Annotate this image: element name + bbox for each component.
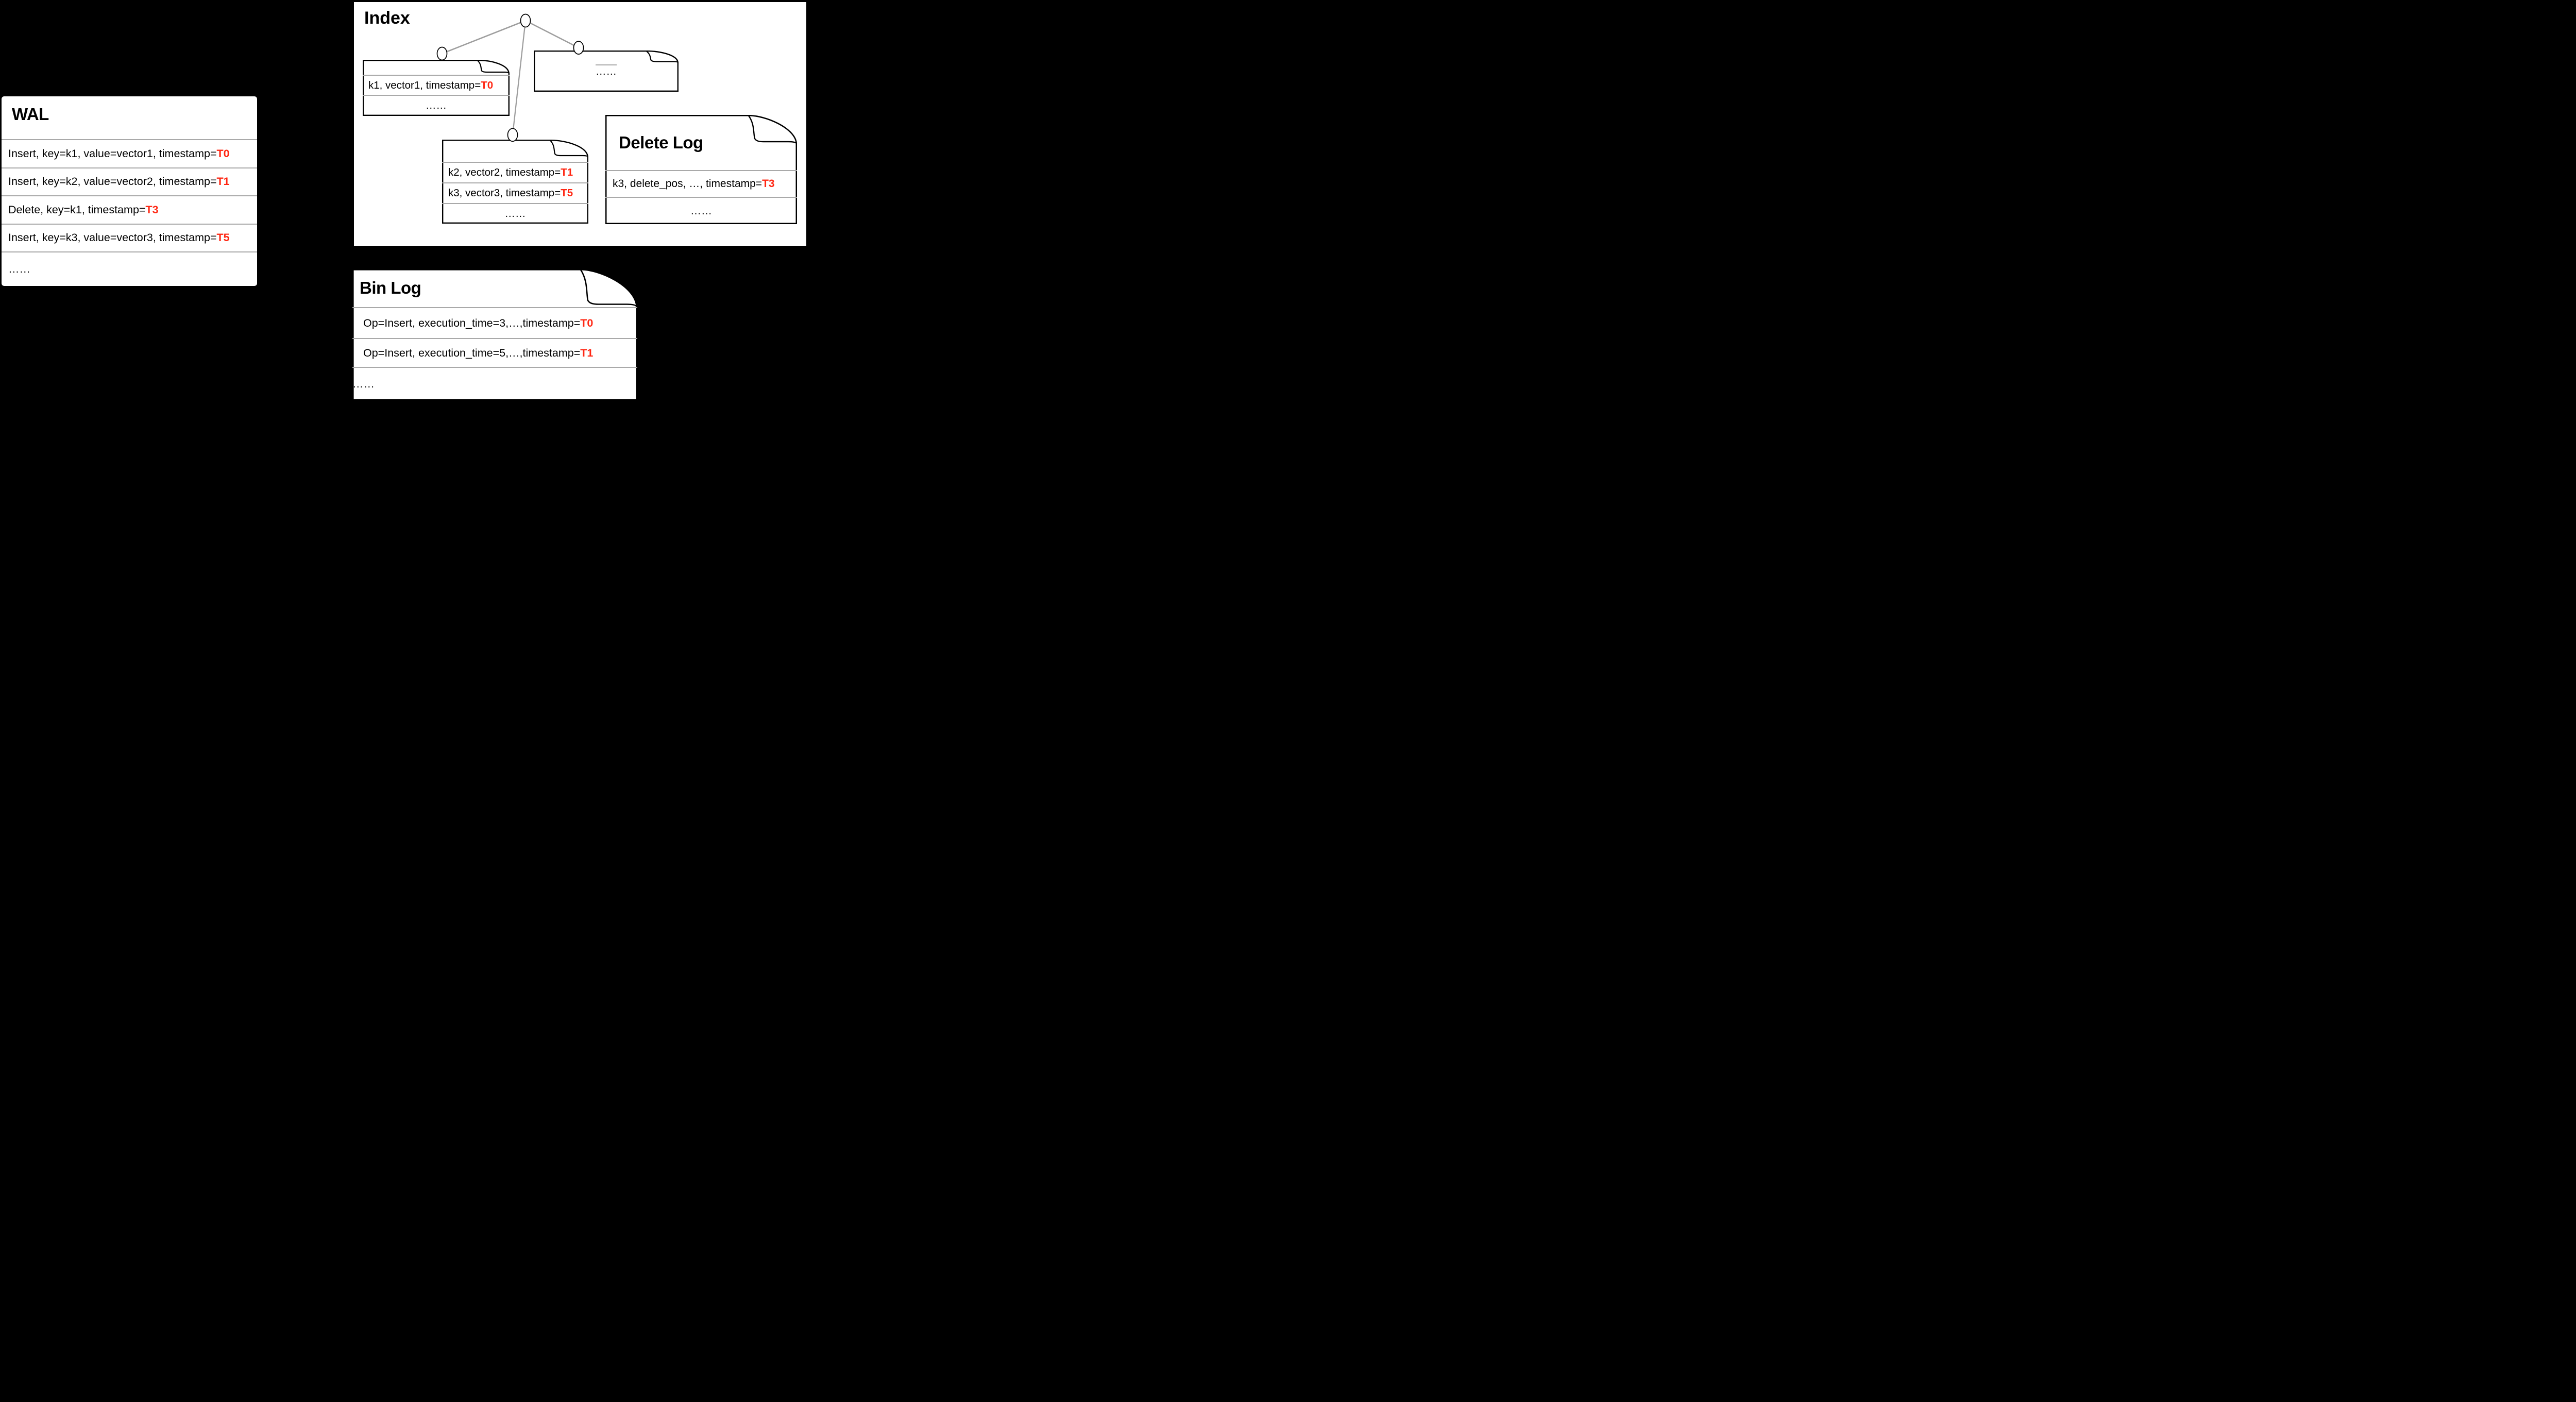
- row-text: ……: [8, 263, 30, 275]
- row-timestamp: T0: [481, 79, 494, 91]
- wal-panel: WAL Insert, key=k1, value=vector1, times…: [2, 96, 257, 286]
- bin-log-rows: Op=Insert, execution_time=3,…,timestamp=…: [352, 307, 637, 400]
- row-text: Insert, key=k3, value=vector3, timestamp…: [8, 231, 217, 244]
- segment2-body: ……: [534, 50, 679, 92]
- delete-log-rows: k3, delete_pos, …, timestamp=T3 ……: [605, 170, 797, 224]
- row-text: Op=Insert, execution_time=5,…,timestamp=: [363, 346, 581, 359]
- tree-root-node: [520, 13, 531, 28]
- log-row: ……: [363, 95, 510, 115]
- row-text: ……: [596, 65, 617, 77]
- bin-log-header: Bin Log: [352, 269, 637, 307]
- log-row: Delete, key=k1, timestamp=T3: [2, 195, 257, 224]
- row-text: Delete, key=k1, timestamp=: [8, 203, 146, 216]
- row-text: Op=Insert, execution_time=3,…,timestamp=: [363, 316, 581, 329]
- row-text: Insert, key=k1, value=vector1, timestamp…: [8, 147, 217, 160]
- row-text: ……: [504, 208, 526, 219]
- log-row: k2, vector2, timestamp=T1: [442, 162, 588, 182]
- row-timestamp: T0: [216, 147, 230, 160]
- row-timestamp: T3: [145, 203, 159, 216]
- log-row: ……: [605, 197, 797, 224]
- index-segment-file-1: k1, vector1, timestamp=T0 ……: [363, 60, 510, 116]
- row-text: ……: [426, 99, 447, 111]
- delete-log-title: Delete Log: [619, 132, 703, 152]
- log-row: k1, vector1, timestamp=T0: [363, 75, 510, 95]
- bin-log-title: Bin Log: [360, 278, 421, 297]
- log-row: Op=Insert, execution_time=3,…,timestamp=…: [352, 307, 637, 338]
- log-row: Insert, key=k2, value=vector2, timestamp…: [2, 167, 257, 196]
- log-row: ……: [2, 251, 257, 286]
- row-timestamp: T5: [561, 187, 573, 199]
- wal-rows: Insert, key=k1, value=vector1, timestamp…: [2, 139, 257, 286]
- row-text: k2, vector2, timestamp=: [448, 166, 561, 178]
- index-segment-file-2: ……: [534, 50, 679, 92]
- log-row: k3, delete_pos, …, timestamp=T3: [605, 170, 797, 197]
- log-row: ……: [352, 367, 637, 400]
- row-text: k3, delete_pos, …, timestamp=: [613, 178, 762, 190]
- row-text: k1, vector1, timestamp=: [368, 79, 481, 91]
- row-timestamp: T1: [216, 175, 230, 188]
- diagram-canvas: WAL Insert, key=k1, value=vector1, times…: [0, 0, 808, 402]
- wal-title: WAL: [12, 104, 49, 124]
- row-timestamp: T0: [580, 316, 594, 329]
- index-title: Index: [364, 8, 410, 28]
- row-text: ……: [352, 378, 375, 390]
- log-row: Insert, key=k1, value=vector1, timestamp…: [2, 139, 257, 167]
- log-row: ……: [442, 203, 588, 224]
- segment3-header: [442, 140, 588, 162]
- delete-log-header: Delete Log: [605, 115, 797, 170]
- segment1-header: [363, 60, 510, 75]
- row-text: ……: [690, 205, 712, 217]
- tree-node-left: [436, 46, 448, 61]
- log-row: Op=Insert, execution_time=5,…,timestamp=…: [352, 338, 637, 367]
- segment1-rows: k1, vector1, timestamp=T0 ……: [363, 75, 510, 116]
- log-row: k3, vector3, timestamp=T5: [442, 182, 588, 203]
- bin-log-file: Bin Log Op=Insert, execution_time=3,…,ti…: [352, 269, 637, 400]
- row-text: Insert, key=k2, value=vector2, timestamp…: [8, 175, 217, 188]
- log-row: ……: [596, 64, 617, 78]
- row-timestamp: T3: [762, 178, 775, 190]
- row-timestamp: T1: [561, 166, 573, 178]
- delete-log-file: Delete Log k3, delete_pos, …, timestamp=…: [605, 115, 797, 224]
- index-panel: Index k1, vector1, timestamp=T0 …… ……: [354, 2, 806, 246]
- row-text: k3, vector3, timestamp=: [448, 187, 561, 199]
- wal-header: WAL: [2, 96, 257, 139]
- row-timestamp: T5: [216, 231, 230, 244]
- log-row: Insert, key=k3, value=vector3, timestamp…: [2, 223, 257, 252]
- row-timestamp: T1: [580, 346, 594, 359]
